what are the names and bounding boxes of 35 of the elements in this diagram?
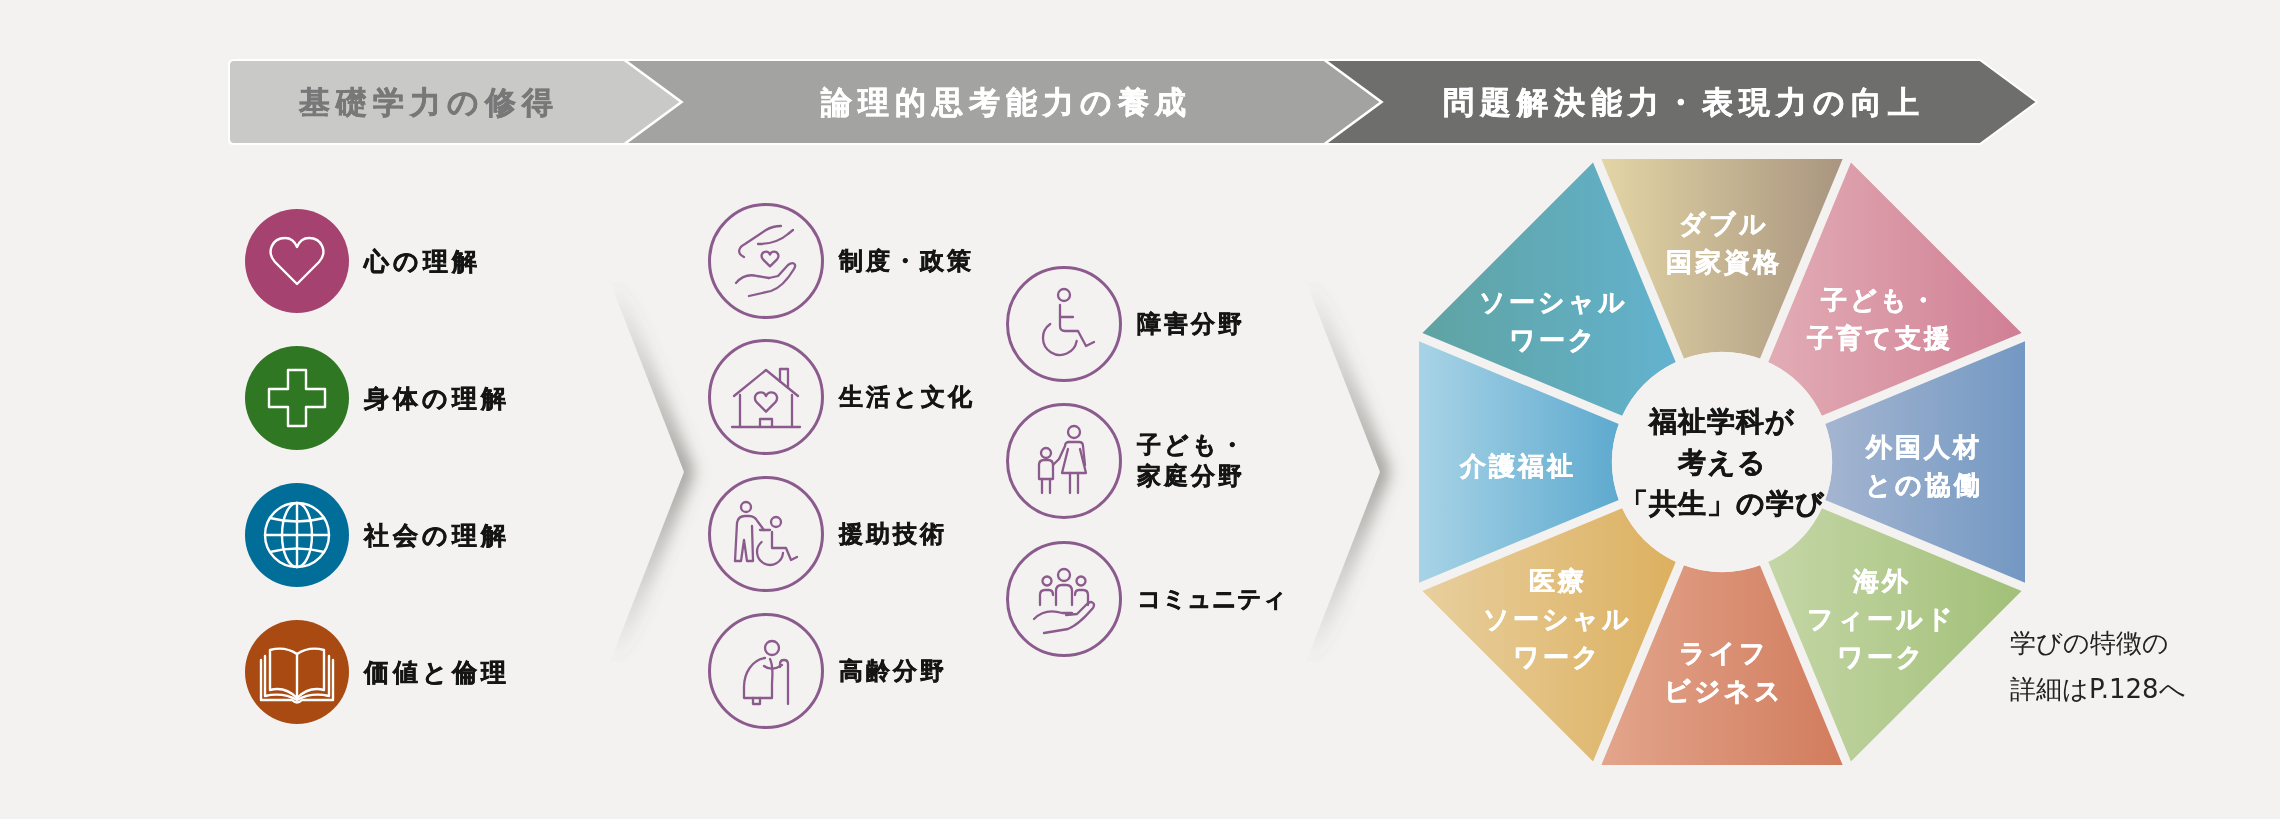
topic-label: 障害分野 [1137,308,1245,340]
stage-title: 論理的思考能力の養成 [819,83,1192,122]
topic-label: コミュニティ [1137,583,1287,615]
segment-label: 子ども・子育て支援 [1805,284,1953,355]
wheelchair-icon [1006,266,1122,382]
parent-child-icon [1006,403,1122,519]
stage-banner [228,59,682,145]
center-title: 福祉学科が考える「共生」の学び [1619,403,1825,522]
segment-label: 外国人材との協働 [1863,431,1983,502]
segment-label: 海外フィールドワーク [1806,565,1956,674]
topic-label: 社会の理解 [364,519,510,551]
topic-label: 生活と文化 [839,381,975,413]
stage-title: 問題解決能力・表現力の向上 [1442,83,1925,122]
topic-label: 制度・政策 [839,245,974,277]
topic-label: 価値と倫理 [364,656,510,688]
topic-label: 援助技術 [839,518,947,550]
cross-icon [245,346,349,450]
people-hand-icon [1006,541,1122,657]
topic-label: 子ども・家庭分野 [1137,430,1247,492]
segment-label: ダブル国家資格 [1664,208,1782,279]
stage-banner [1324,59,2038,145]
segment-label: ソーシャルワーク [1478,286,1628,357]
segment-label: 医療ソーシャルワーク [1482,565,1632,674]
page-reference-note: 学びの特徴の詳細はP.128へ [2010,627,2186,706]
stage-banner [624,59,1382,145]
topic-label: 身体の理解 [364,382,510,414]
globe-icon [245,483,349,587]
segment-label: 介護福祉 [1458,450,1576,483]
segment-label: ライフビジネス [1662,637,1784,708]
caregiver-wheelchair-icon [708,476,824,592]
topic-label: 心の理解 [364,245,481,277]
stage-title: 基礎学力の修得 [298,83,559,122]
elderly-cane-icon [708,613,824,729]
topic-label: 高齢分野 [839,655,947,687]
open-book-icon [245,620,349,724]
